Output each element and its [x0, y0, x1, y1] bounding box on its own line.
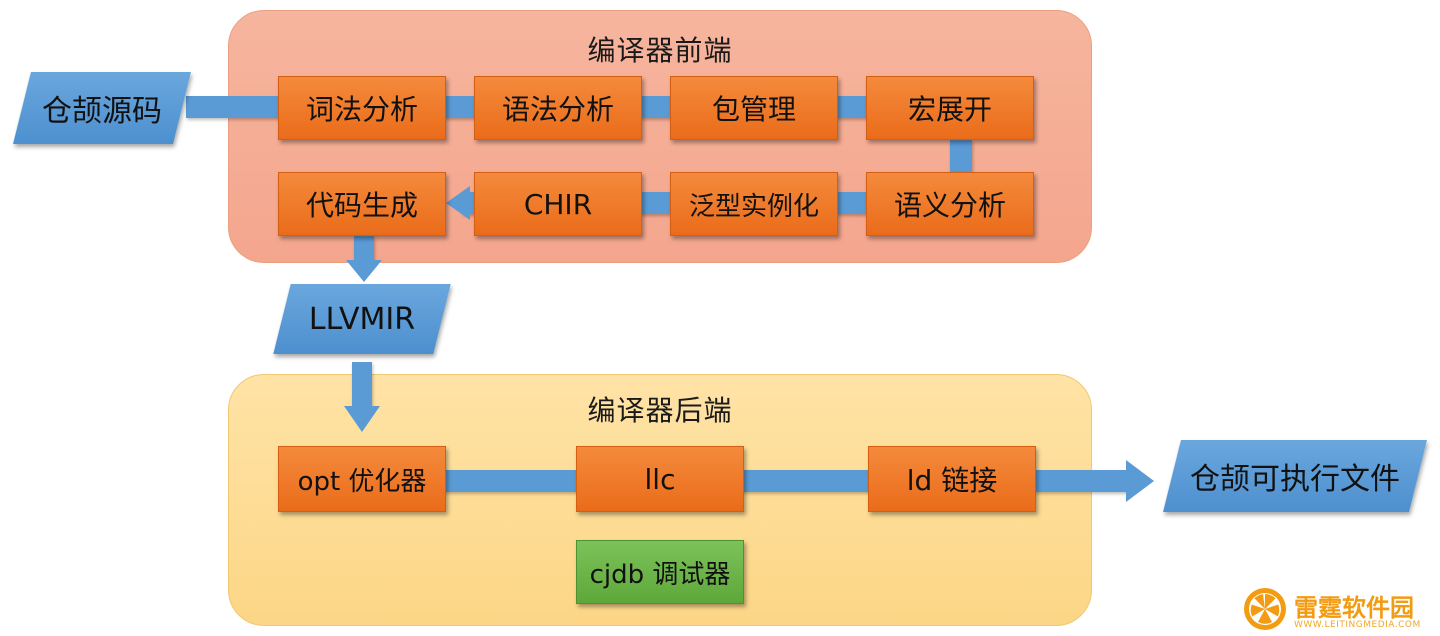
connector-ld-output — [1034, 470, 1130, 492]
connector-generic-chir — [640, 192, 672, 214]
connector-llc-ld — [742, 470, 870, 492]
connector-source-lexer — [186, 96, 282, 118]
watermark: 雷霆软件园 WWW.LEITINGMEDIA.COM — [1242, 586, 1438, 634]
arrow-right-icon — [1126, 460, 1154, 502]
lexer-step: 词法分析 — [278, 76, 446, 140]
backend-title: 编译器后端 — [587, 394, 733, 427]
arrow-down-icon — [344, 406, 380, 432]
connector-codegen-llvmir — [354, 236, 374, 266]
llc-step: llc — [576, 446, 744, 512]
generic-step: 泛型实例化 — [670, 172, 838, 236]
chir-step: CHIR — [474, 172, 642, 236]
arrow-down-icon — [346, 260, 382, 282]
orange-logo-icon — [1244, 588, 1286, 630]
codegen-step: 代码生成 — [278, 172, 446, 236]
watermark-url: WWW.LEITINGMEDIA.COM — [1294, 620, 1421, 630]
watermark-name: 雷霆软件园 — [1294, 594, 1414, 622]
connector-opt-llc — [444, 470, 578, 492]
ld-step: ld 链接 — [868, 446, 1036, 512]
connector-lexer-parser — [444, 96, 476, 118]
package-step: 包管理 — [670, 76, 838, 140]
macro-step: 宏展开 — [866, 76, 1034, 140]
connector-macro-semantic — [950, 140, 972, 174]
connector-llvmir-opt — [352, 362, 372, 410]
llvmir-node: LLVMIR — [273, 284, 451, 354]
cjdb-debugger-step: cjdb 调试器 — [576, 540, 744, 604]
semantic-step: 语义分析 — [866, 172, 1034, 236]
opt-step: opt 优化器 — [278, 446, 446, 512]
executable-output-node: 仓颉可执行文件 — [1163, 440, 1427, 512]
parser-step: 语法分析 — [474, 76, 642, 140]
source-code-node: 仓颉源码 — [13, 72, 191, 144]
connector-package-macro — [836, 96, 868, 118]
connector-semantic-generic — [836, 192, 868, 214]
connector-parser-package — [640, 96, 672, 118]
arrow-left-icon — [446, 186, 470, 220]
frontend-title: 编译器前端 — [587, 34, 733, 67]
